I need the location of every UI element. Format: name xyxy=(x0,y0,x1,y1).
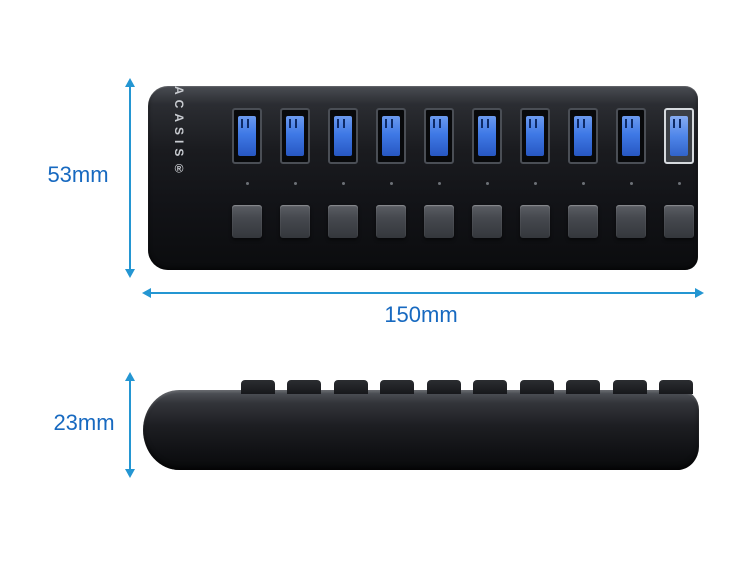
usb-port xyxy=(616,108,646,164)
port-switch-button xyxy=(616,205,646,238)
button-bump xyxy=(658,380,693,394)
led-dot xyxy=(389,182,393,185)
port-switch-button xyxy=(472,205,502,238)
led-dot xyxy=(533,182,537,185)
port-switch-button xyxy=(424,205,454,238)
port-switch-button xyxy=(232,205,262,238)
usb-hub-side-view xyxy=(143,380,699,470)
height-dimension-arrow xyxy=(125,78,135,278)
led-dot xyxy=(245,182,249,185)
led-indicator xyxy=(472,181,502,186)
led-row xyxy=(232,181,694,186)
usb-ports-row xyxy=(232,108,694,164)
port-switch-button xyxy=(520,205,550,238)
usb-port xyxy=(232,108,262,164)
usb-port-tongue xyxy=(334,116,352,156)
usb-port-tongue xyxy=(238,116,256,156)
usb-port xyxy=(472,108,502,164)
usb-port-tongue xyxy=(526,116,544,156)
button-bump xyxy=(519,380,554,394)
usb-port-tongue xyxy=(430,116,448,156)
led-dot xyxy=(629,182,633,185)
usb-port xyxy=(424,108,454,164)
usb-port-tongue xyxy=(622,116,640,156)
port-switch-button xyxy=(664,205,694,238)
usb-port xyxy=(664,108,694,164)
usb-port xyxy=(520,108,550,164)
button-bump xyxy=(612,380,647,394)
led-indicator xyxy=(424,181,454,186)
bump-row xyxy=(241,380,693,394)
port-switch-button xyxy=(376,205,406,238)
depth-dimension-label: 23mm xyxy=(53,410,115,435)
led-indicator xyxy=(664,181,694,186)
port-switch-button xyxy=(328,205,358,238)
usb-port xyxy=(376,108,406,164)
led-dot xyxy=(485,182,489,185)
led-dot xyxy=(293,182,297,185)
led-dot xyxy=(581,182,585,185)
depth-dimension-arrow xyxy=(125,372,135,478)
button-bump xyxy=(287,380,322,394)
led-indicator xyxy=(232,181,262,186)
led-dot xyxy=(437,182,441,185)
button-bump xyxy=(333,380,368,394)
button-bump xyxy=(426,380,461,394)
usb-port xyxy=(568,108,598,164)
led-dot xyxy=(341,182,345,185)
usb-port-tongue xyxy=(478,116,496,156)
led-indicator xyxy=(616,181,646,186)
width-dimension-label: 150mm xyxy=(384,302,458,327)
led-indicator xyxy=(328,181,358,186)
button-bump xyxy=(380,380,415,394)
usb-port xyxy=(328,108,358,164)
usb-port-tongue xyxy=(574,116,592,156)
led-indicator xyxy=(520,181,550,186)
usb-hub-front-view: ACASIS® xyxy=(148,86,698,270)
usb-port-tongue xyxy=(286,116,304,156)
usb-port-tongue xyxy=(382,116,400,156)
port-switch-button xyxy=(280,205,310,238)
height-dimension-label: 53mm xyxy=(47,162,109,187)
led-indicator xyxy=(568,181,598,186)
led-indicator xyxy=(280,181,310,186)
button-row xyxy=(232,205,694,238)
button-bump xyxy=(566,380,601,394)
button-bump xyxy=(241,380,275,394)
led-indicator xyxy=(376,181,406,186)
usb-port-tongue xyxy=(670,116,688,156)
width-dimension-arrow xyxy=(142,288,704,298)
brand-logo: ACASIS® xyxy=(172,86,186,181)
port-switch-button xyxy=(568,205,598,238)
usb-port xyxy=(280,108,310,164)
led-dot xyxy=(677,182,681,185)
button-bump xyxy=(473,380,508,394)
